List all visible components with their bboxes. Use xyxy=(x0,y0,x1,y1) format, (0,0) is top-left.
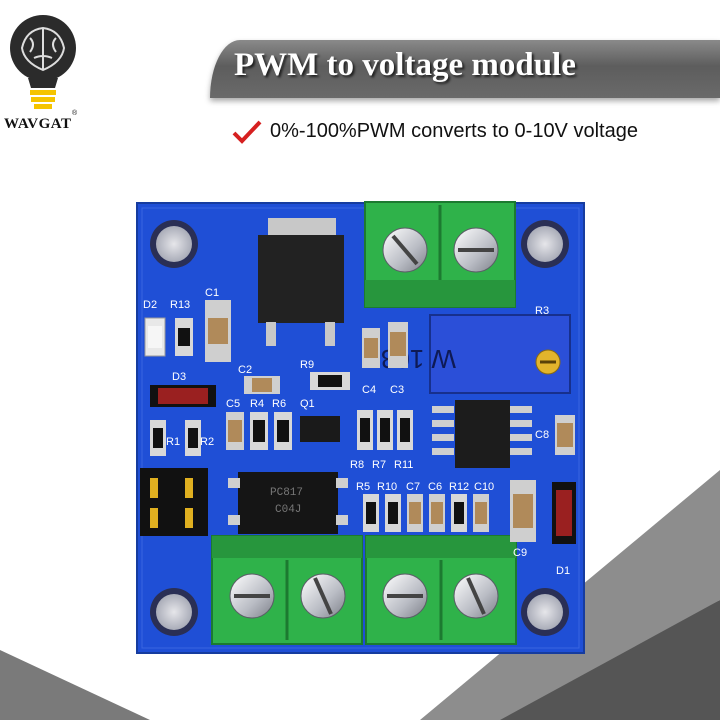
label-d2: D2 xyxy=(143,299,157,311)
label-c8: C8 xyxy=(535,429,549,441)
regulator-ic xyxy=(258,218,344,346)
check-mark-icon xyxy=(232,120,262,144)
brand-name: WAVGAT xyxy=(4,116,72,132)
mounting-holes xyxy=(150,220,569,636)
label-q1: Q1 xyxy=(300,398,315,410)
label-r4: R4 xyxy=(250,398,264,410)
label-c10: C10 xyxy=(474,481,494,493)
smd-components xyxy=(144,300,576,544)
title-banner xyxy=(210,40,720,98)
label-c5: C5 xyxy=(226,398,240,410)
opto-marking-2: C04J xyxy=(275,504,301,516)
wavgat-bulb-logo-icon xyxy=(10,15,76,109)
label-r11: R11 xyxy=(394,459,413,471)
opamp-ic xyxy=(432,400,532,468)
label-r12: R12 xyxy=(449,481,469,493)
potentiometer: W 103 xyxy=(381,314,571,394)
label-c1: C1 xyxy=(205,287,219,299)
optocoupler-ic: PC817 C04J xyxy=(228,472,348,534)
terminal-block-bottom-right xyxy=(365,535,517,645)
label-c9: C9 xyxy=(513,547,527,559)
opto-marking-1: PC817 xyxy=(270,487,303,499)
label-r5: R5 xyxy=(356,481,370,493)
label-d3: D3 xyxy=(172,371,186,383)
label-r2: R2 xyxy=(200,436,214,448)
label-r1: R1 xyxy=(166,436,180,448)
jumper-header xyxy=(140,468,208,536)
label-c2: C2 xyxy=(238,364,252,376)
label-r3: R3 xyxy=(535,305,549,317)
label-d1: D1 xyxy=(556,565,570,577)
banner-title: PWM to voltage module xyxy=(234,47,576,83)
label-c6: C6 xyxy=(428,481,442,493)
label-c4: C4 xyxy=(362,384,376,396)
label-r13: R13 xyxy=(170,299,190,311)
label-r10: R10 xyxy=(377,481,397,493)
label-r6: R6 xyxy=(272,398,286,410)
terminal-block-top xyxy=(364,201,516,308)
label-r7: R7 xyxy=(372,459,386,471)
silkscreen-labels: D2 R13 C1 R3 R9 C2 D3 C4 C3 C5 R4 R6 Q1 … xyxy=(143,287,570,577)
terminal-block-bottom-left xyxy=(211,535,363,645)
label-r9: R9 xyxy=(300,359,314,371)
label-c3: C3 xyxy=(390,384,404,396)
label-r8: R8 xyxy=(350,459,364,471)
feature-text: 0%-100%PWM converts to 0-10V voltage xyxy=(270,120,638,142)
label-c7: C7 xyxy=(406,481,420,493)
registered-mark: ® xyxy=(72,110,78,117)
